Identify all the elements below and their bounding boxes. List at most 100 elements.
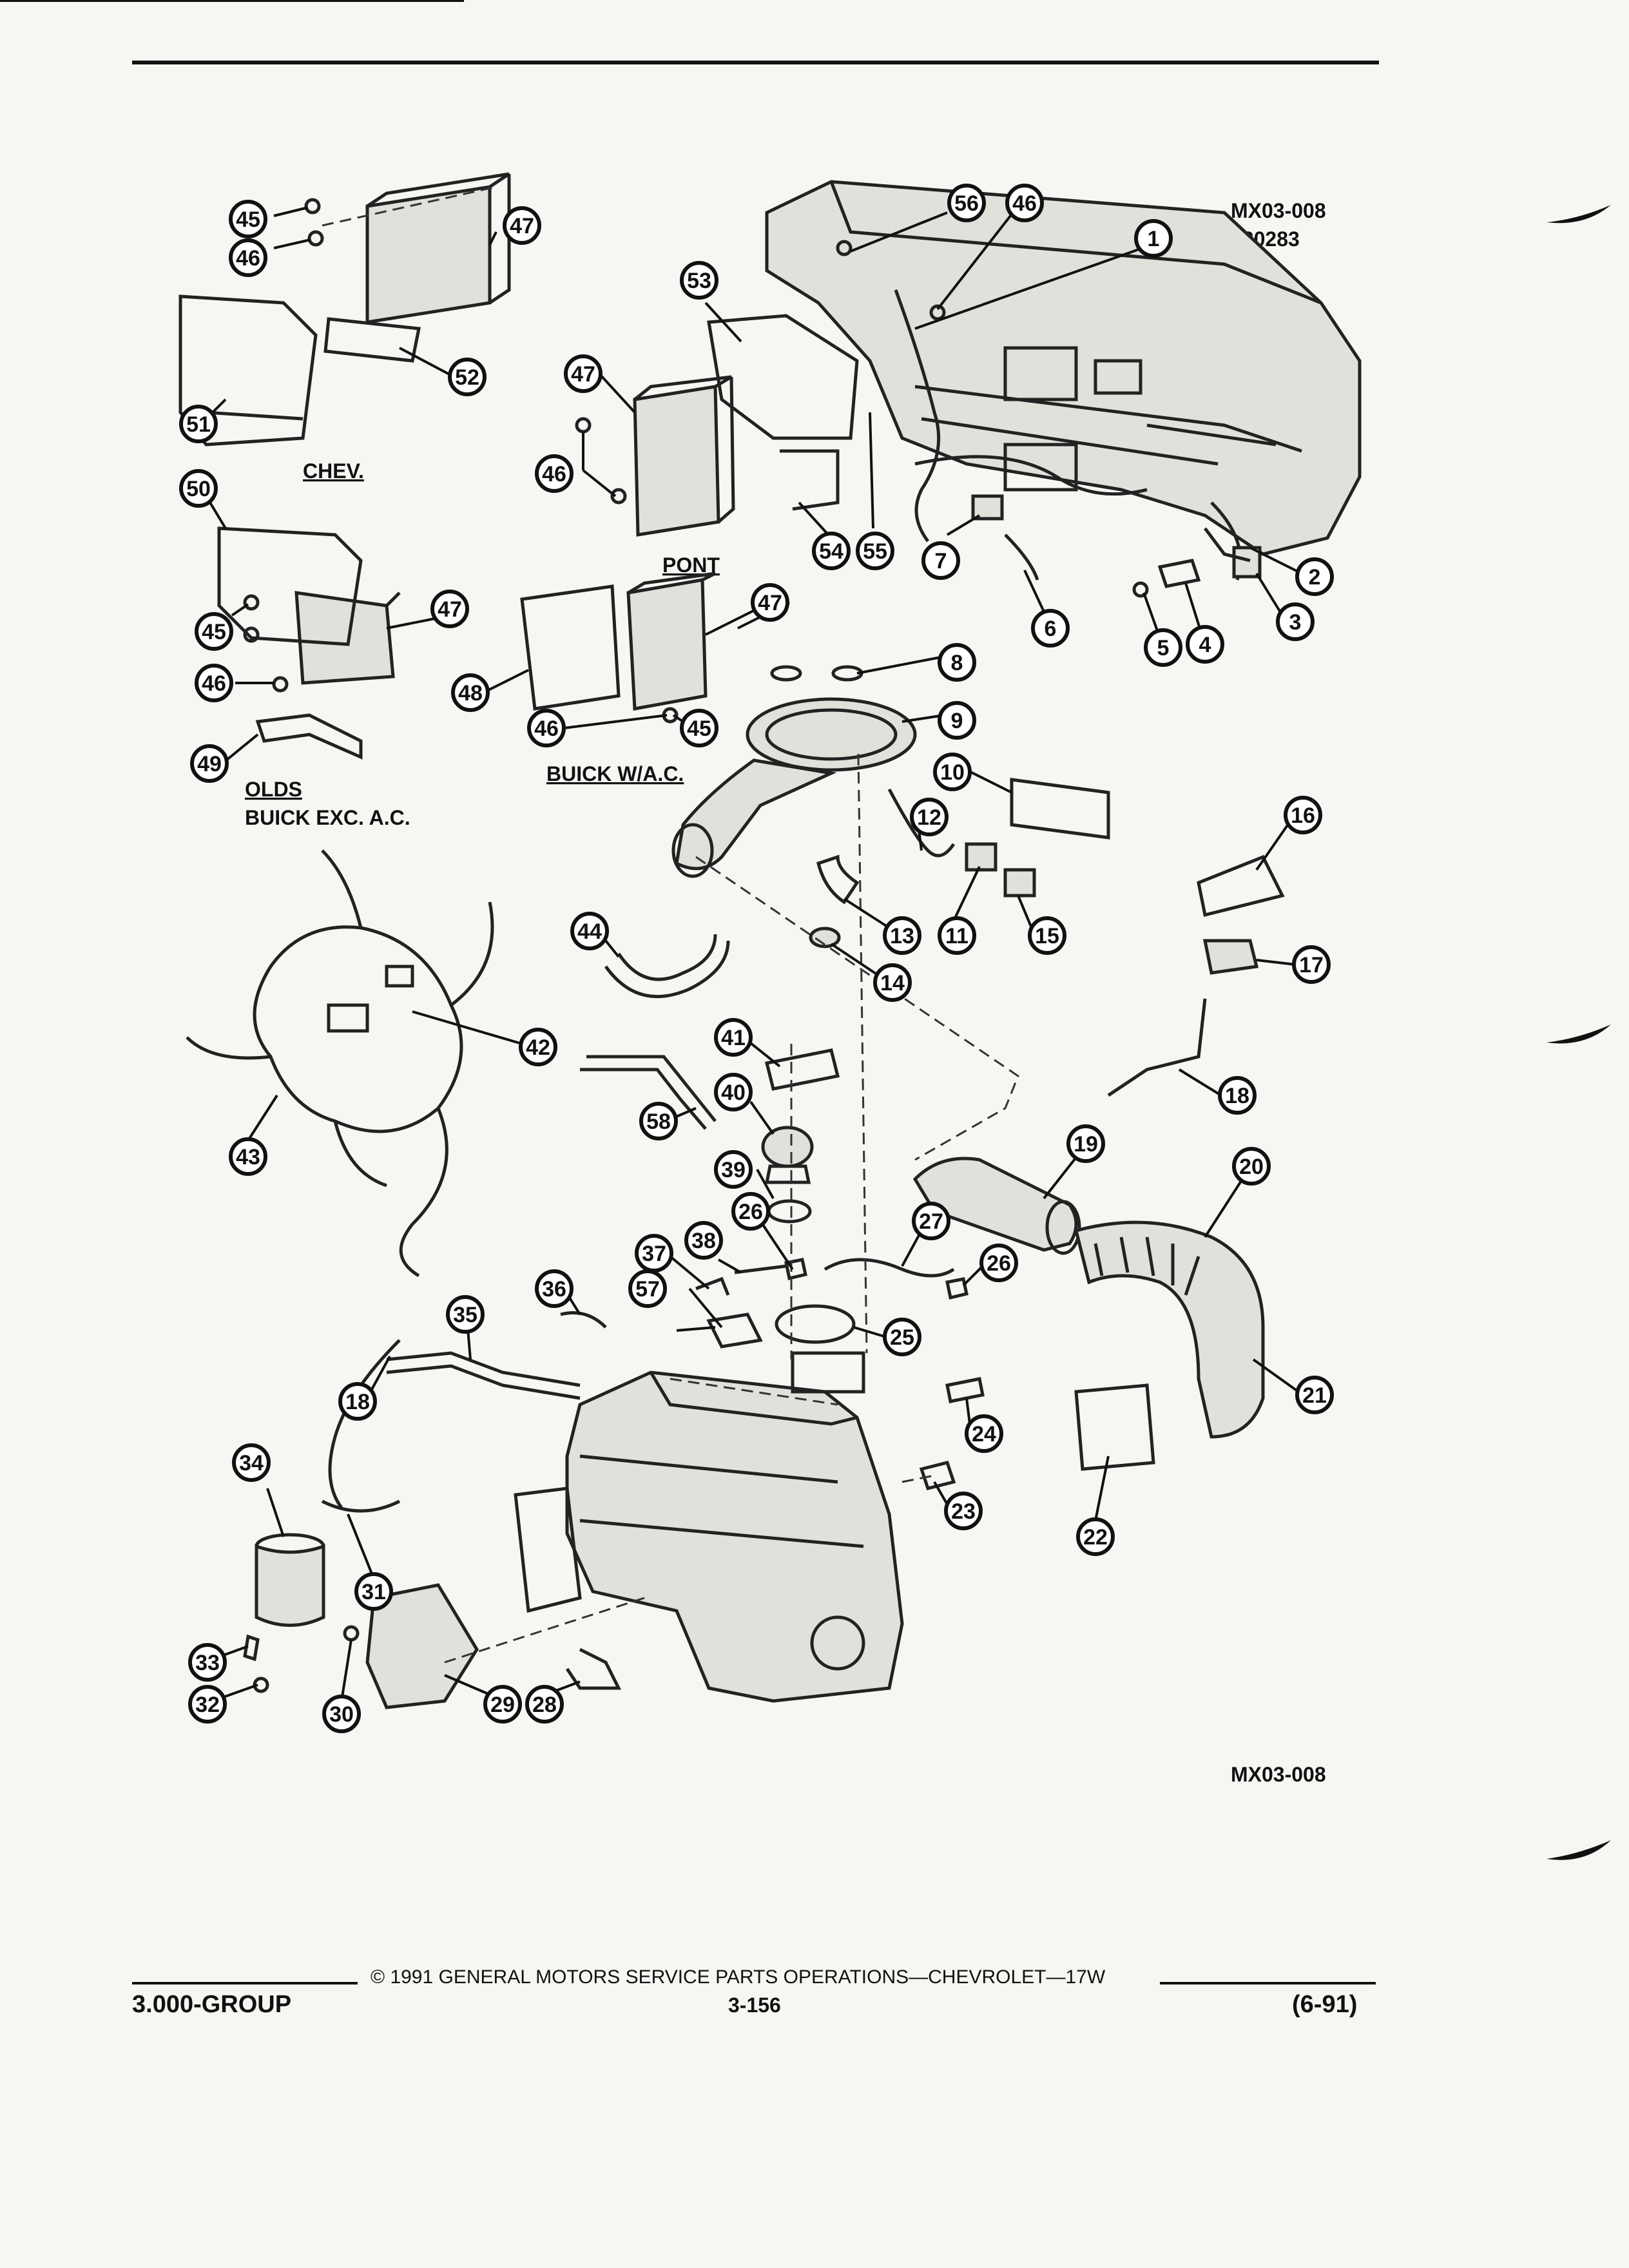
- callout-14: 14: [873, 963, 912, 1002]
- callout-28: 28: [525, 1685, 564, 1724]
- label-olds: OLDS: [245, 778, 302, 801]
- callout-48: 48: [451, 673, 490, 712]
- fitting-38: [734, 1264, 787, 1274]
- callout-52: 52: [448, 358, 487, 396]
- svg-text:30: 30: [329, 1702, 354, 1727]
- pipe-58: [580, 1055, 717, 1130]
- air-cleaner: [671, 697, 917, 878]
- svg-text:23: 23: [951, 1499, 976, 1524]
- callout-10: 10: [933, 753, 972, 791]
- svg-text:33: 33: [195, 1651, 220, 1675]
- callout-40: 40: [714, 1073, 753, 1111]
- edge-mark: [1547, 205, 1611, 224]
- callout-9: 9: [938, 701, 976, 740]
- svg-text:46: 46: [202, 671, 226, 696]
- hose-44: [604, 934, 730, 999]
- svg-text:45: 45: [202, 620, 226, 644]
- mounting-bracket-51: [178, 294, 318, 447]
- svg-text:26: 26: [987, 1251, 1011, 1276]
- svg-text:18: 18: [345, 1390, 370, 1414]
- hose-36: [560, 1311, 607, 1329]
- svg-text:51: 51: [186, 412, 211, 437]
- callout-13: 13: [883, 916, 921, 955]
- bracket-10: [1010, 778, 1110, 840]
- svg-text:37: 37: [642, 1242, 666, 1266]
- callout-17: 17: [1292, 945, 1331, 984]
- svg-text:24: 24: [972, 1422, 996, 1446]
- svg-text:29: 29: [490, 1693, 515, 1717]
- svg-text:31: 31: [361, 1580, 386, 1604]
- oxygen-sensor-28: [565, 1648, 622, 1690]
- gasket-39: [767, 1199, 812, 1224]
- svg-text:36: 36: [542, 1277, 566, 1302]
- leader-lines: [205, 206, 1302, 1702]
- switch-4: [1157, 559, 1201, 588]
- svg-text:13: 13: [890, 924, 914, 948]
- callout-25: 25: [883, 1318, 921, 1356]
- callout-2: 2: [1295, 557, 1334, 596]
- callout-54: 54: [812, 532, 851, 570]
- module-17: [1202, 939, 1259, 975]
- sensor-24: [945, 1377, 985, 1403]
- svg-text:49: 49: [197, 752, 222, 776]
- svg-text:45: 45: [236, 207, 260, 232]
- relay-15: [1003, 868, 1036, 898]
- footer-rule-right: [1160, 1982, 1376, 1984]
- vacuum-pipe-35: [386, 1351, 581, 1400]
- relay-11: [965, 842, 998, 872]
- gasket-25: [775, 1304, 856, 1344]
- label-chev: CHEV.: [303, 459, 364, 483]
- svg-text:42: 42: [526, 1035, 550, 1060]
- callout-45-olds: 45: [195, 612, 233, 651]
- callout-44: 44: [570, 912, 609, 950]
- ecm-module-olds: [294, 591, 401, 685]
- svg-text:16: 16: [1291, 803, 1315, 828]
- module-3: [1232, 546, 1262, 579]
- egr-valve: [761, 1126, 814, 1184]
- elbow-13: [816, 854, 860, 905]
- edge-mark: [1547, 1840, 1611, 1860]
- clip-57: [706, 1312, 763, 1349]
- connector-7: [971, 494, 1004, 521]
- callout-41: 41: [714, 1018, 753, 1057]
- svg-text:2: 2: [1309, 565, 1321, 590]
- callout-51: 51: [179, 405, 218, 443]
- svg-text:35: 35: [453, 1303, 477, 1327]
- svg-text:47: 47: [510, 214, 534, 238]
- svg-text:15: 15: [1035, 924, 1059, 948]
- footer-page-number: 3-156: [728, 1994, 781, 2017]
- callout-16: 16: [1284, 796, 1322, 834]
- svg-text:46: 46: [534, 716, 559, 741]
- svg-text:46: 46: [1012, 191, 1037, 216]
- callout-36: 36: [535, 1269, 574, 1308]
- instrument-panel: [765, 180, 1362, 556]
- hose-31: [321, 1499, 401, 1513]
- callout-46-pont: 46: [535, 454, 574, 493]
- svg-text:43: 43: [236, 1145, 260, 1169]
- bracket-22: [1074, 1383, 1155, 1471]
- callout-5: 5: [1144, 628, 1182, 667]
- callout-53: 53: [680, 261, 718, 300]
- callout-4: 4: [1186, 625, 1224, 664]
- guide-line: [670, 1378, 838, 1406]
- guide-line: [857, 753, 868, 1354]
- bulb-5: [1132, 581, 1149, 598]
- svg-text:54: 54: [819, 539, 843, 564]
- svg-text:20: 20: [1239, 1155, 1264, 1179]
- callout-33: 33: [188, 1643, 227, 1682]
- mounting-bracket-48: [520, 584, 621, 711]
- callout-34: 34: [232, 1443, 271, 1482]
- hose-27: [824, 1258, 955, 1278]
- callout-57: 57: [628, 1269, 667, 1308]
- callout-20: 20: [1232, 1147, 1271, 1186]
- callout-32: 32: [188, 1685, 227, 1724]
- callout-58: 58: [639, 1102, 678, 1140]
- callout-39: 39: [714, 1150, 753, 1189]
- bracket: [707, 314, 859, 511]
- callout-45-buick: 45: [680, 709, 718, 747]
- harness-6: [1004, 533, 1039, 581]
- callout-11: 11: [938, 916, 976, 955]
- svg-text:47: 47: [571, 362, 595, 387]
